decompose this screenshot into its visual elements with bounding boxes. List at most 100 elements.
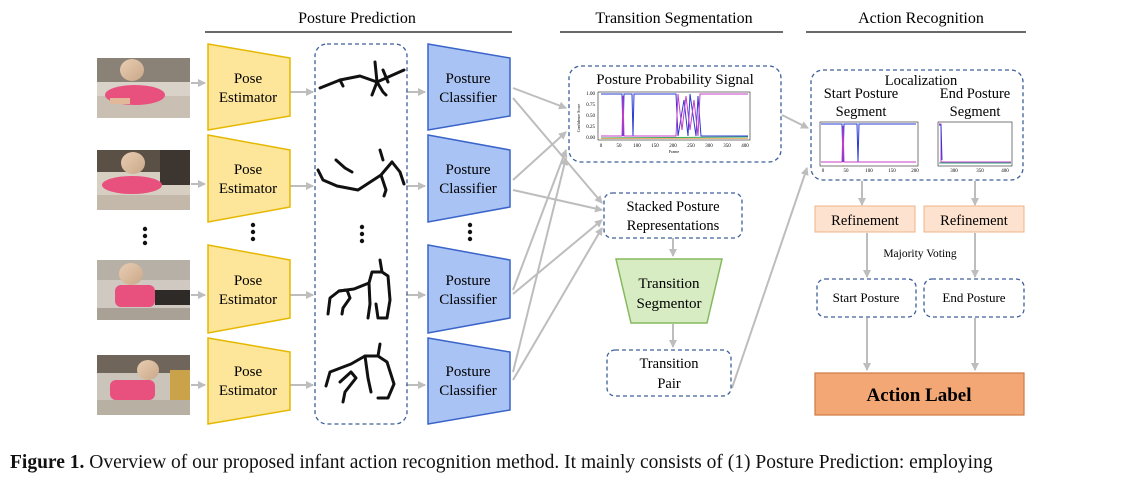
svg-text:1.00: 1.00	[586, 92, 595, 97]
svg-text:350: 350	[976, 169, 984, 174]
svg-text:Segmentor: Segmentor	[637, 296, 702, 312]
end-trace-blue	[939, 124, 943, 161]
figure-caption: Figure 1. Overview of our proposed infan…	[10, 451, 1120, 475]
svg-text:300: 300	[705, 144, 713, 149]
svg-text:200: 200	[669, 144, 677, 149]
pose-estimator-3: Pose Estimator	[207, 244, 291, 334]
svg-text:Estimator: Estimator	[219, 181, 277, 197]
svg-text:Estimator: Estimator	[219, 292, 277, 308]
video-frame-2	[97, 150, 190, 210]
svg-text:0.25: 0.25	[586, 125, 595, 130]
svg-text:Pair: Pair	[657, 376, 681, 392]
start-segment-label: Start Posture	[824, 86, 899, 102]
svg-text:Posture: Posture	[446, 364, 491, 380]
pose-estimator-2: Pose Estimator	[207, 134, 291, 223]
header-transition-segmentation: Transition Segmentation	[595, 10, 752, 27]
end-segment-label: End Posture	[940, 86, 1010, 102]
ellipsis-dots	[142, 222, 473, 246]
svg-text:Pose: Pose	[234, 162, 263, 178]
transition-segmentor: Transition Segmentor	[615, 258, 723, 324]
pose-estimator-1: Pose Estimator	[207, 43, 291, 131]
transition-pair-box: Transition Pair	[606, 349, 732, 397]
svg-text:100: 100	[865, 169, 873, 174]
svg-text:Pose: Pose	[234, 71, 263, 87]
svg-text:Classifier: Classifier	[439, 292, 497, 308]
header-action-recognition: Action Recognition	[858, 10, 984, 27]
svg-text:400: 400	[1001, 169, 1009, 174]
probability-signal-yticks: 1.00 0.75 0.50 0.25 0.00	[586, 92, 595, 141]
svg-text:250: 250	[687, 144, 695, 149]
svg-text:Classifier: Classifier	[439, 383, 497, 399]
pose-estimator-4: Pose Estimator	[207, 337, 291, 425]
end-posture-box: End Posture	[923, 278, 1025, 318]
svg-text:Estimator: Estimator	[219, 383, 277, 399]
caption-label: Figure 1.	[10, 452, 85, 473]
flow-arrows	[191, 79, 979, 389]
start-posture-box: Start Posture	[816, 278, 917, 318]
start-trace-magenta	[821, 125, 916, 163]
svg-text:100: 100	[633, 144, 641, 149]
posture-classifier-4: Posture Classifier	[427, 337, 511, 425]
video-frame-3	[97, 260, 190, 320]
svg-text:Estimator: Estimator	[219, 90, 277, 106]
svg-text:Posture: Posture	[446, 71, 491, 87]
skeleton-pose-1	[318, 60, 406, 97]
svg-text:150: 150	[888, 169, 896, 174]
svg-text:Refinement: Refinement	[940, 213, 1008, 229]
svg-text:350: 350	[723, 144, 731, 149]
svg-text:Pose: Pose	[234, 273, 263, 289]
svg-text:0.75: 0.75	[586, 103, 595, 108]
probability-signal-ylabel: Confidence Score	[576, 104, 581, 133]
posture-classifier-3: Posture Classifier	[427, 244, 511, 334]
refinement-end: Refinement	[923, 205, 1025, 233]
start-xticks: 0 50 100 150 200	[822, 169, 920, 174]
stacked-representations-box: Stacked Posture Representations	[603, 192, 743, 239]
header-posture-prediction: Posture Prediction	[298, 10, 416, 27]
localization-panel: Localization Start Posture Segment End P…	[810, 69, 1024, 181]
svg-text:Transition: Transition	[638, 276, 700, 292]
posture-classifier-2: Posture Classifier	[427, 134, 511, 223]
signal-trace-magenta	[601, 93, 748, 137]
probability-signal-xticks: 0 50 100 150 200 250 300 350 400	[600, 144, 750, 149]
refinement-start: Refinement	[814, 205, 916, 233]
svg-text:Pose: Pose	[234, 364, 263, 380]
svg-text:Segment: Segment	[950, 104, 1001, 120]
svg-text:Transition: Transition	[639, 356, 699, 372]
svg-text:Classifier: Classifier	[439, 181, 497, 197]
posture-classifier-1: Posture Classifier	[427, 43, 511, 131]
skeleton-pose-4	[324, 342, 396, 404]
caption-text: Overview of our proposed infant action r…	[84, 452, 993, 473]
video-frame-1	[97, 58, 190, 118]
probability-signal-xlabel: Frame	[669, 149, 679, 154]
svg-text:Segment: Segment	[836, 104, 887, 120]
svg-text:0.00: 0.00	[586, 136, 595, 141]
svg-text:150: 150	[651, 144, 659, 149]
video-frame-4	[97, 355, 190, 415]
svg-text:50: 50	[617, 144, 623, 149]
svg-text:Start Posture: Start Posture	[833, 290, 900, 305]
svg-text:Action Label: Action Label	[866, 385, 971, 406]
end-xticks: 300 350 400	[950, 169, 1009, 174]
svg-text:400: 400	[741, 144, 749, 149]
svg-text:0: 0	[822, 169, 825, 174]
svg-text:Refinement: Refinement	[831, 213, 899, 229]
start-trace-blue	[821, 123, 916, 163]
probability-signal-panel: Posture Probability Signal Confidence Sc…	[568, 65, 782, 163]
svg-text:0.50: 0.50	[586, 114, 595, 119]
svg-text:Posture: Posture	[446, 273, 491, 289]
svg-text:200: 200	[911, 169, 919, 174]
svg-text:Representations: Representations	[627, 218, 720, 234]
svg-text:300: 300	[950, 169, 958, 174]
svg-text:Posture: Posture	[446, 162, 491, 178]
localization-title: Localization	[885, 73, 958, 89]
svg-text:50: 50	[844, 169, 850, 174]
majority-voting-label: Majority Voting	[883, 248, 957, 260]
probability-signal-title: Posture Probability Signal	[596, 72, 754, 88]
skeleton-pose-3	[326, 258, 392, 320]
svg-text:Classifier: Classifier	[439, 90, 497, 106]
svg-text:0: 0	[600, 144, 603, 149]
diagram: Posture Prediction Transition Segmentati…	[97, 10, 1026, 425]
action-label-box: Action Label	[814, 372, 1025, 416]
svg-text:End Posture: End Posture	[942, 290, 1005, 305]
